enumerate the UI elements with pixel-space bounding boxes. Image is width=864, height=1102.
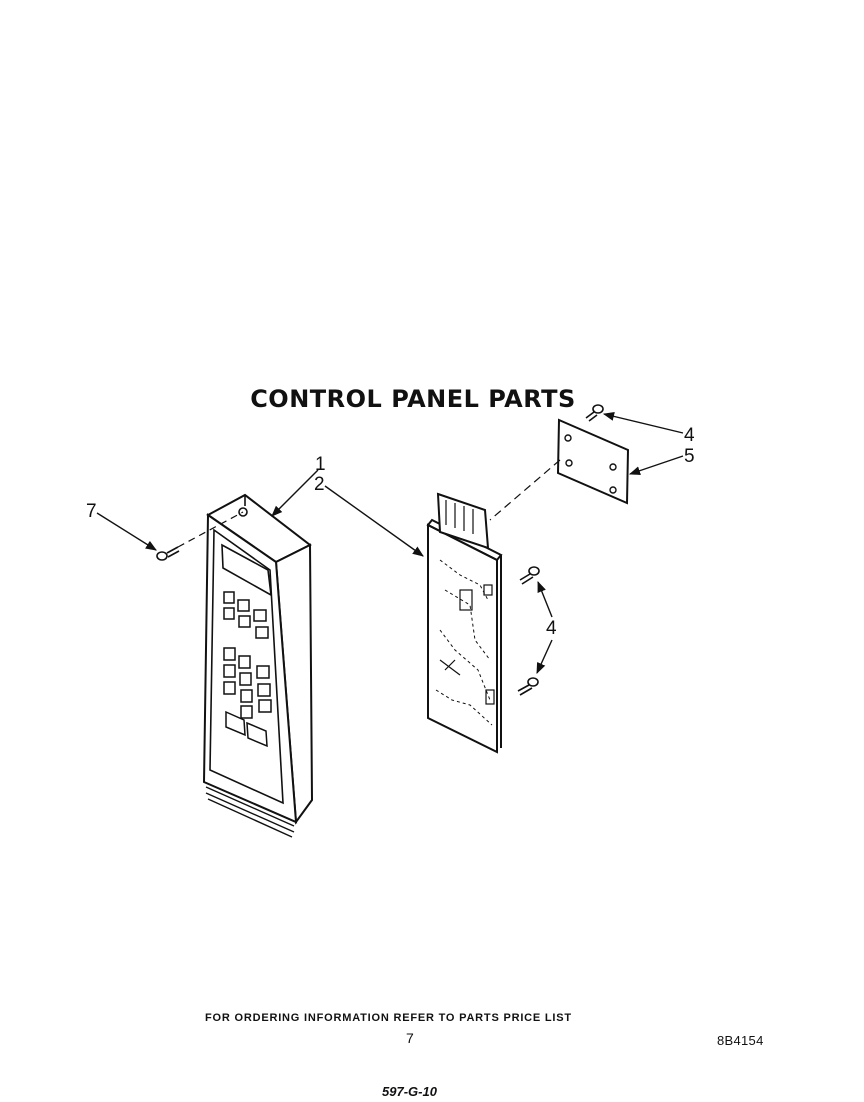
page-number: 7 [406, 1030, 414, 1046]
circuit-board [426, 492, 503, 754]
keypad-buttons [223, 591, 272, 748]
callout-5: 5 [684, 446, 695, 467]
callout-4-bracket: 4 [684, 425, 695, 446]
leader-lines [96, 412, 684, 675]
screw-7 [156, 511, 244, 561]
callout-7: 7 [86, 501, 97, 522]
bracket-plate [489, 418, 630, 521]
callout-1: 1 [315, 454, 326, 475]
ordering-info-note: FOR ORDERING INFORMATION REFER TO PARTS … [205, 1012, 572, 1024]
callout-2: 2 [314, 474, 325, 495]
page-title: CONTROL PANEL PARTS [250, 385, 576, 413]
screw-4-upper-board [519, 566, 540, 585]
callout-4-board: 4 [546, 618, 557, 639]
handwritten-note: 597-G-10 [382, 1084, 437, 1099]
screw-4-lower-board [517, 677, 539, 696]
screw-4-bracket [585, 404, 604, 422]
document-id: 8B4154 [717, 1033, 764, 1048]
